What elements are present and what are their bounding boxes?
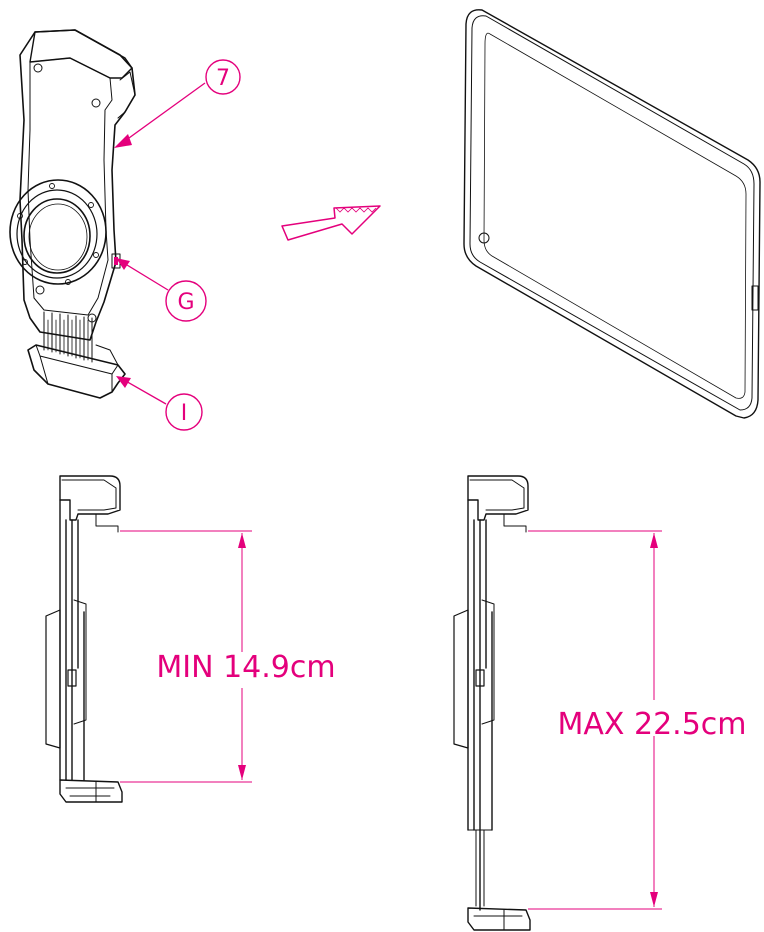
tablet-holder-isometric — [9, 29, 136, 399]
callout-g: G — [116, 258, 207, 322]
callout-7-label: 7 — [216, 66, 230, 91]
tablet-device — [463, 9, 761, 419]
max-dimension-label: MAX 22.5cm — [557, 707, 746, 742]
extension-rails — [43, 311, 93, 363]
callout-7: 7 — [114, 59, 241, 148]
callout-i-label: I — [181, 401, 188, 426]
side-view-max: MAX 22.5cm — [453, 475, 747, 931]
min-dimension-label: MIN 14.9cm — [156, 650, 335, 685]
insert-arrow — [281, 205, 381, 241]
callout-g-label: G — [177, 290, 194, 315]
callout-i: I — [116, 376, 203, 431]
side-view-min: MIN 14.9cm — [45, 475, 336, 803]
